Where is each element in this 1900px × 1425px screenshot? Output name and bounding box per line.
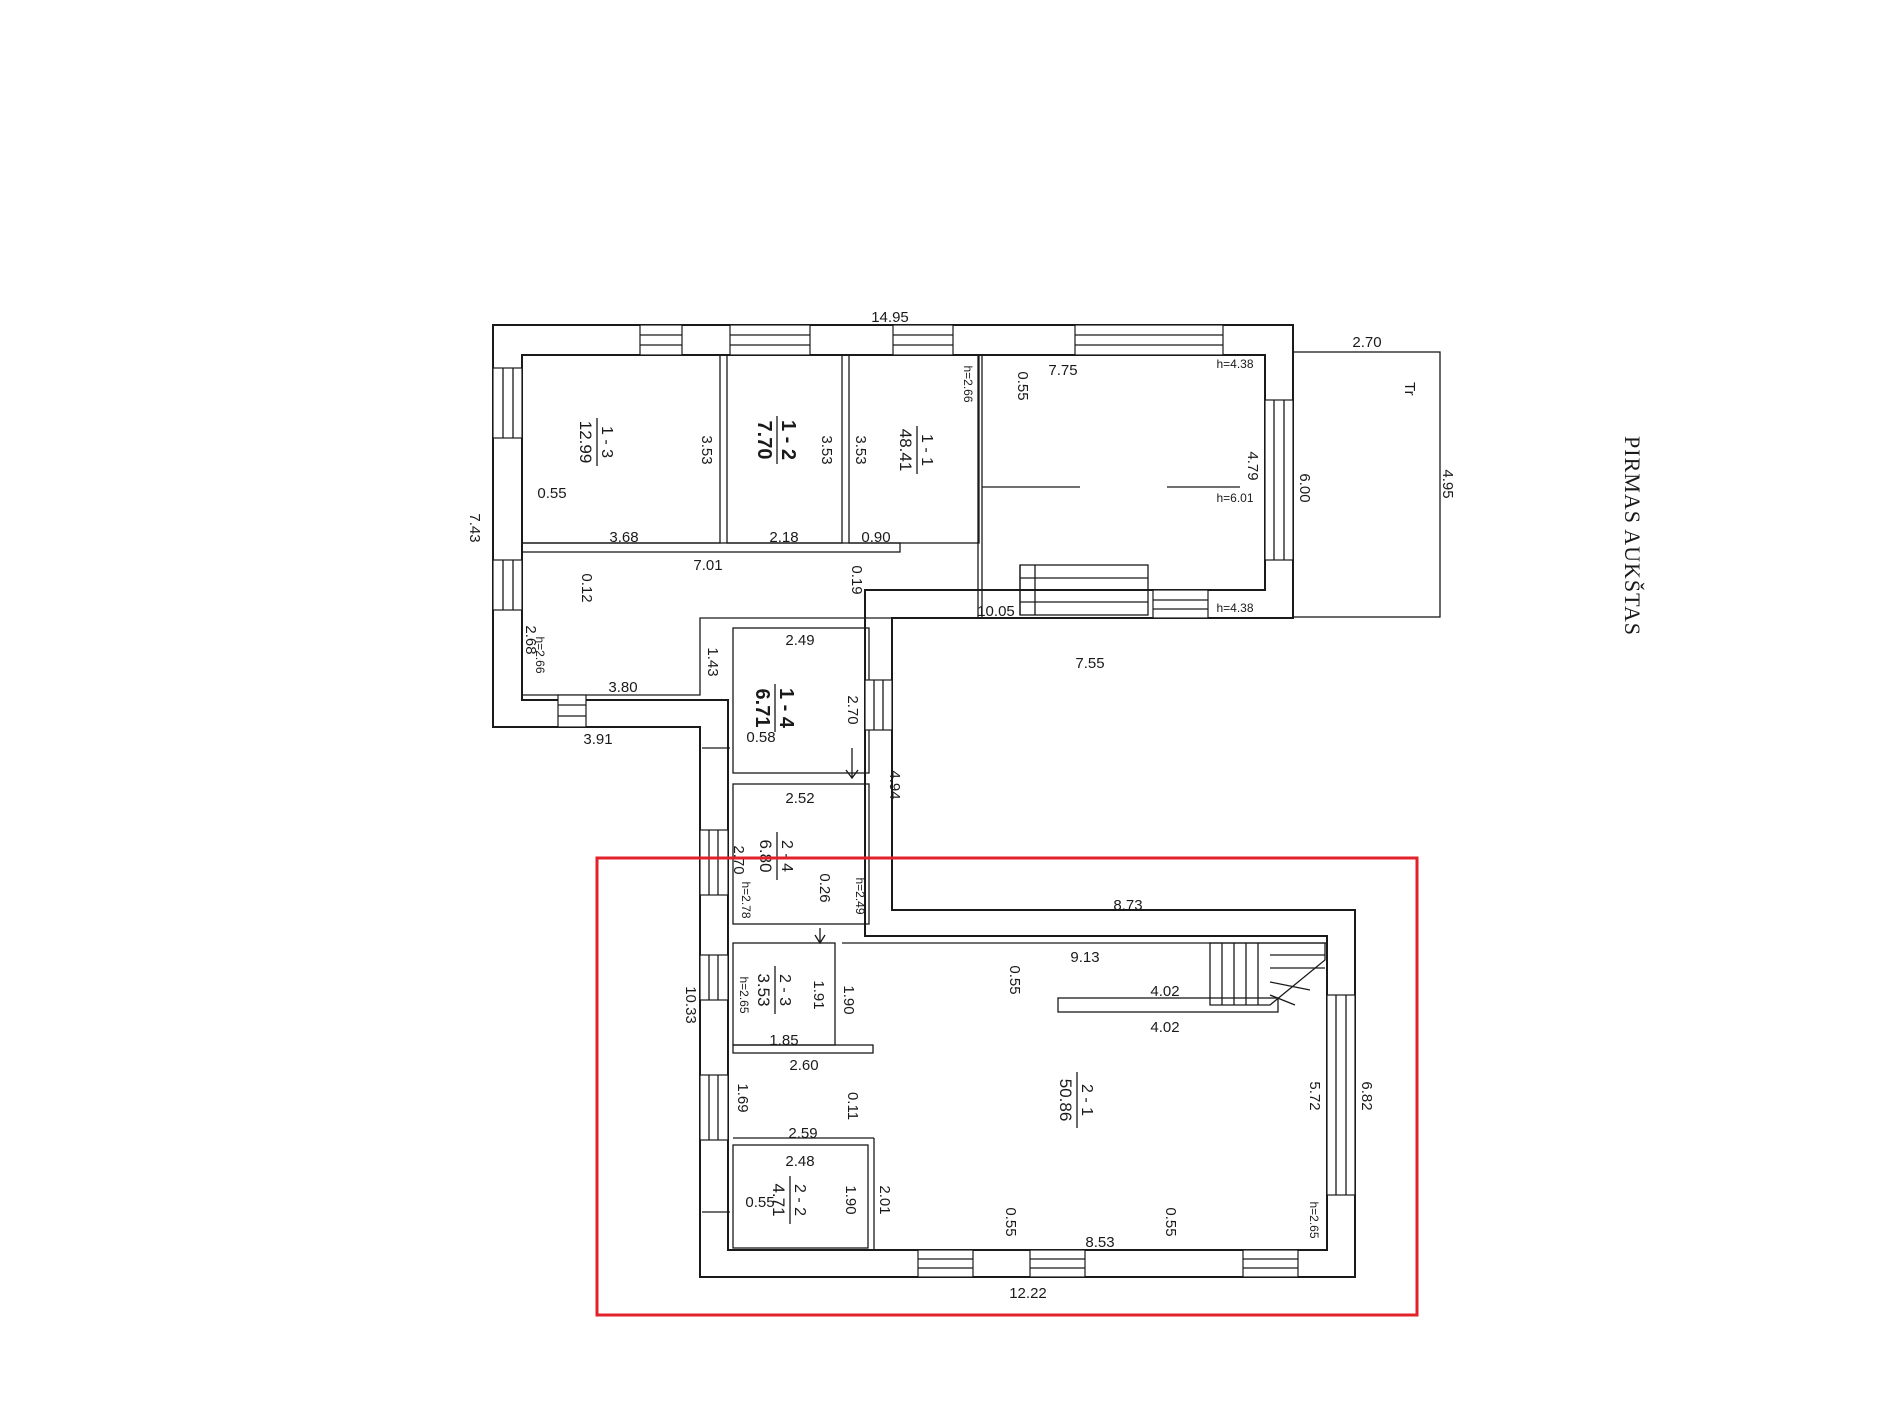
room-id: 1 - 4 bbox=[775, 688, 797, 729]
room-id: 1 - 2 bbox=[777, 420, 799, 460]
dimension: 0.19 bbox=[848, 565, 865, 594]
room-area: 4.71 bbox=[769, 1183, 788, 1216]
highlight-frame bbox=[595, 856, 1419, 1317]
dimension: 4.95 bbox=[1439, 469, 1456, 498]
dimension: 2.70 bbox=[730, 845, 747, 874]
dimension-labels: 14.95 2.70 4.95 7.75 0.55 3.53 3.53 3.53… bbox=[466, 309, 1456, 1302]
outer-walls bbox=[492, 324, 1356, 1278]
room-id: 1 - 3 bbox=[598, 426, 615, 458]
dimension: 7.75 bbox=[1048, 362, 1077, 379]
dimension: 12.22 bbox=[1009, 1285, 1047, 1302]
dimension: 2.60 bbox=[789, 1057, 818, 1074]
dimension: 0.55 bbox=[745, 1194, 774, 1211]
room-id: 2 - 2 bbox=[791, 1184, 808, 1216]
height-mark: h=2.78 bbox=[739, 881, 753, 918]
dimension: 0.55 bbox=[1014, 371, 1031, 400]
dimension: 1.85 bbox=[769, 1032, 798, 1049]
room-area: 6.71 bbox=[751, 689, 773, 728]
room-area: 48.41 bbox=[896, 429, 915, 472]
dimension: 14.95 bbox=[871, 309, 909, 326]
dimension: 2.01 bbox=[876, 1185, 893, 1214]
dimension: 7.55 bbox=[1075, 655, 1104, 672]
dimension: 0.26 bbox=[816, 873, 833, 902]
dimension: 0.58 bbox=[746, 729, 775, 746]
dimension: 6.82 bbox=[1358, 1081, 1375, 1110]
interior-walls bbox=[521, 351, 1441, 1250]
dimension: 3.91 bbox=[583, 731, 612, 748]
dimension: 10.33 bbox=[682, 986, 699, 1024]
terrace-label: Tr bbox=[1401, 382, 1418, 396]
room-area: 3.53 bbox=[754, 973, 773, 1006]
dimension: 8.73 bbox=[1113, 897, 1142, 914]
drawing-title: PIRMAS AUKŠTAS bbox=[1620, 436, 1645, 636]
height-mark: h=2.65 bbox=[737, 976, 751, 1013]
dimension: 7.01 bbox=[693, 557, 722, 574]
height-mark: h=2.66 bbox=[533, 636, 547, 673]
dimension: 0.55 bbox=[1002, 1207, 1019, 1236]
dimension: 5.72 bbox=[1306, 1081, 1323, 1110]
dimension: 2.52 bbox=[785, 790, 814, 807]
height-mark: h=4.38 bbox=[1216, 357, 1253, 371]
dimension: 0.55 bbox=[1162, 1207, 1179, 1236]
dimension: 3.53 bbox=[818, 435, 835, 464]
dimension: 2.48 bbox=[785, 1153, 814, 1170]
dimension: 2.70 bbox=[844, 695, 861, 724]
height-labels: h=2.66 h=4.38 h=6.01 h=4.38 h=2.66 h=2.4… bbox=[533, 357, 1321, 1239]
height-mark: h=4.38 bbox=[1216, 601, 1253, 615]
dimension: 6.00 bbox=[1296, 473, 1313, 502]
dimension: 8.53 bbox=[1085, 1234, 1114, 1251]
dimension: 9.13 bbox=[1070, 949, 1099, 966]
dimension: 3.53 bbox=[852, 435, 869, 464]
room-id: 1 - 1 bbox=[918, 434, 935, 466]
room-area: 12.99 bbox=[576, 421, 595, 464]
dimension: 4.02 bbox=[1150, 983, 1179, 1000]
dimension: 2.59 bbox=[788, 1125, 817, 1142]
room-area: 50.86 bbox=[1056, 1079, 1075, 1122]
dimension: 10.05 bbox=[977, 603, 1015, 620]
stairs-upper bbox=[1019, 564, 1149, 616]
dimension: 2.18 bbox=[769, 529, 798, 546]
dimension: 0.11 bbox=[844, 1092, 861, 1120]
stairs-lower bbox=[1209, 942, 1326, 1006]
dimension: 7.43 bbox=[466, 513, 483, 542]
door-markers bbox=[702, 747, 859, 1213]
room-area: 7.70 bbox=[753, 421, 775, 460]
dimension: 4.02 bbox=[1150, 1019, 1179, 1036]
dimension: 2.68 bbox=[522, 625, 539, 654]
dimension: 3.53 bbox=[698, 435, 715, 464]
windows bbox=[492, 324, 1356, 1278]
dimension: 3.68 bbox=[609, 529, 638, 546]
dimension: 0.55 bbox=[1006, 965, 1023, 994]
dimension: 3.80 bbox=[608, 679, 637, 696]
dimension: 4.94 bbox=[886, 770, 903, 799]
dimension: 0.90 bbox=[861, 529, 890, 546]
room-id: 2 - 4 bbox=[778, 840, 795, 872]
dimension: 2.49 bbox=[785, 632, 814, 649]
dimension: 2.70 bbox=[1352, 334, 1381, 351]
room-labels: 1 - 3 12.99 1 - 2 7.70 1 - 1 48.41 1 - 4… bbox=[576, 416, 1095, 1224]
dimension: 1.69 bbox=[734, 1083, 751, 1112]
dimension: 0.55 bbox=[537, 485, 566, 502]
dimension: 1.91 bbox=[810, 980, 827, 1009]
dimension: 1.90 bbox=[842, 1185, 859, 1214]
height-mark: h=2.65 bbox=[1307, 1201, 1321, 1238]
room-id: 2 - 1 bbox=[1078, 1084, 1095, 1116]
dimension: 1.43 bbox=[704, 647, 721, 676]
dimension: 4.79 bbox=[1244, 451, 1261, 480]
room-id: 2 - 3 bbox=[776, 974, 793, 1006]
dimension: 1.90 bbox=[840, 985, 857, 1014]
dimension: 0.12 bbox=[578, 573, 595, 602]
height-mark: h=2.49 bbox=[853, 877, 867, 914]
room-area: 6.80 bbox=[756, 839, 775, 872]
height-mark: h=2.66 bbox=[961, 365, 975, 402]
height-mark: h=6.01 bbox=[1216, 491, 1253, 505]
